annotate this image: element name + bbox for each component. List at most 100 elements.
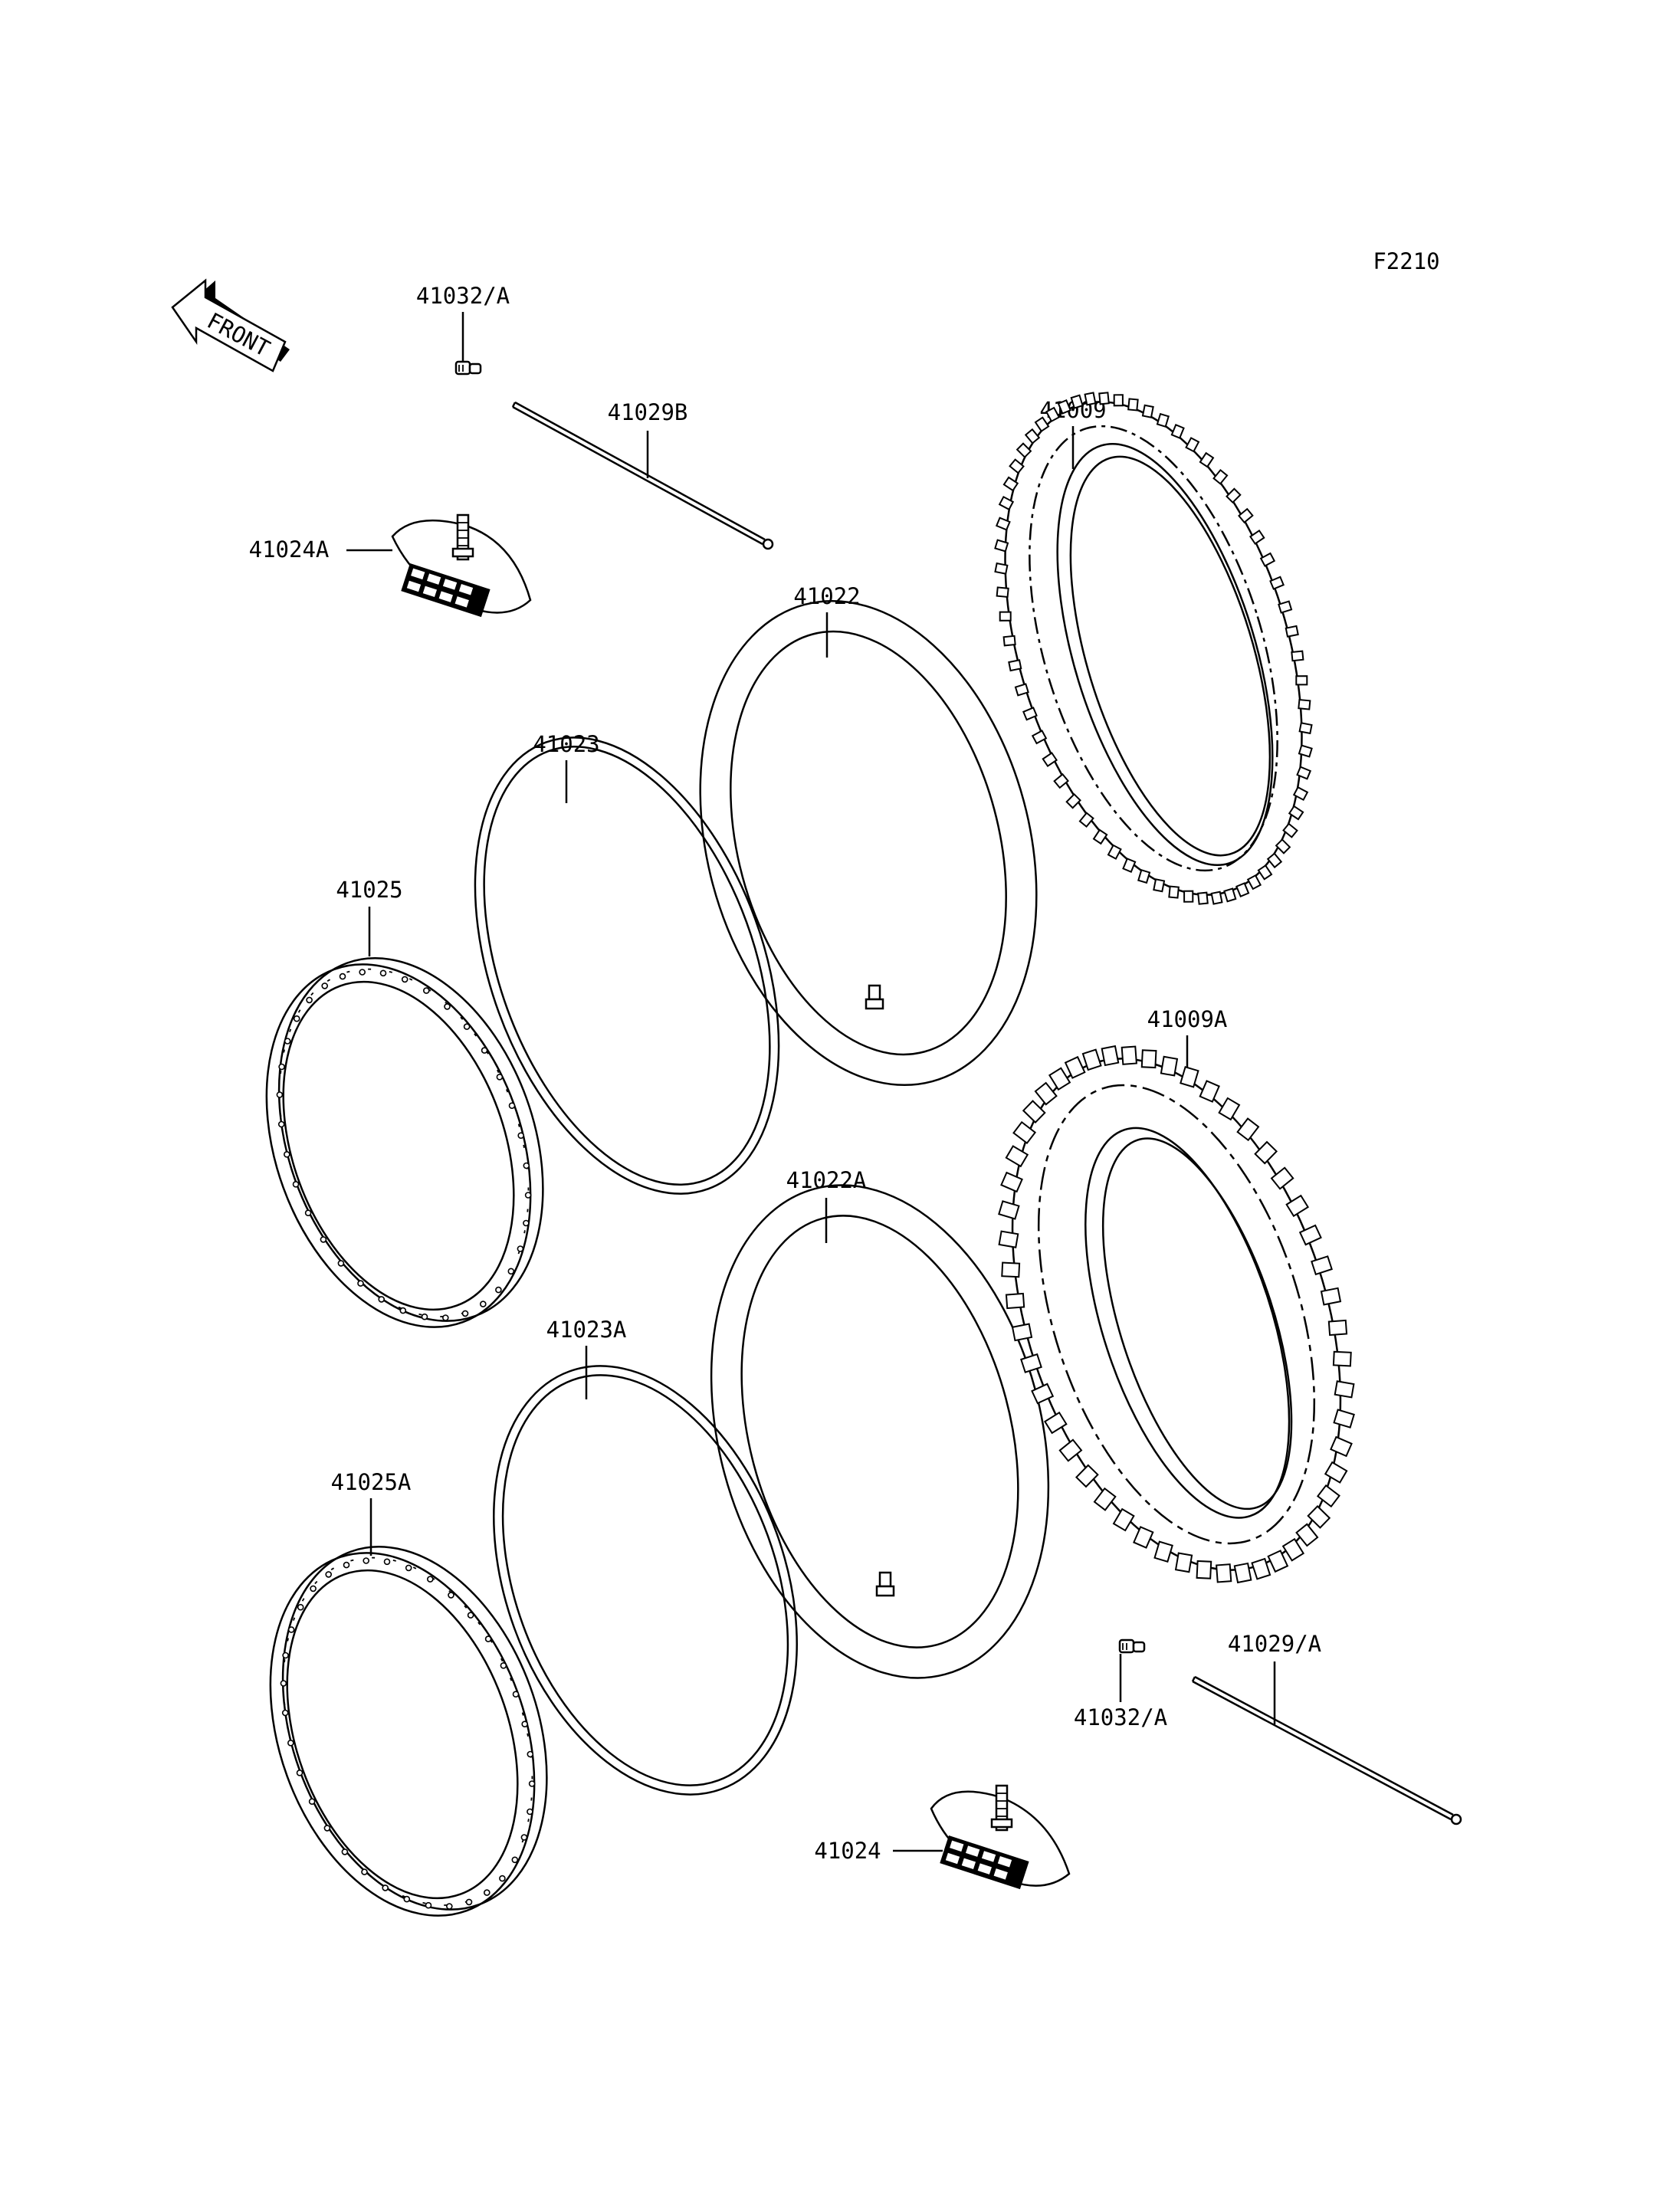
- tread-knob: [1053, 772, 1069, 789]
- spoke-hole: [517, 1132, 525, 1139]
- tread-knob: [1270, 1166, 1294, 1190]
- spoke-hole: [523, 1219, 530, 1227]
- spoke-hole: [445, 1903, 453, 1910]
- spoke-hole: [308, 1798, 316, 1805]
- tread-knob: [1324, 1461, 1348, 1484]
- spoke-hole: [310, 1585, 317, 1593]
- tread-knob: [1327, 1319, 1348, 1337]
- spoke-hole: [321, 982, 329, 989]
- spoke-hole: [383, 1558, 391, 1566]
- tread-knob: [1141, 404, 1154, 418]
- tread-knob: [1267, 1550, 1289, 1573]
- tread-knob: [1254, 1140, 1278, 1165]
- tread-knob: [1031, 1383, 1055, 1405]
- spoke-hole: [287, 1740, 294, 1747]
- spoke-hole: [325, 1571, 333, 1578]
- tread-knob: [1210, 891, 1223, 905]
- tread-knob: [1285, 625, 1299, 638]
- tread-knob: [1057, 399, 1071, 415]
- tread-knob: [1226, 487, 1242, 504]
- tread-knob: [1259, 552, 1276, 567]
- spoke-hole: [500, 1662, 507, 1669]
- tread-knob: [1153, 1540, 1173, 1563]
- spoke-hole: [512, 1691, 520, 1697]
- tread-knob: [1078, 812, 1094, 828]
- tread-knob: [1223, 887, 1237, 903]
- callout-41023A: 41023A: [546, 1317, 627, 1343]
- tread-knob: [1295, 1523, 1319, 1547]
- tread-knob: [1012, 1120, 1037, 1145]
- spoke-hole: [448, 1592, 454, 1599]
- tread-knob: [1020, 1353, 1042, 1373]
- rim-spoke-holes: [276, 969, 536, 1910]
- spoke-hole: [441, 1314, 449, 1321]
- rim-band-rear: [493, 1346, 798, 1796]
- spoke-hole: [405, 1564, 412, 1572]
- tread-knob: [1311, 1255, 1333, 1276]
- spoke-hole: [399, 1307, 407, 1314]
- spoke-hole: [479, 1301, 487, 1307]
- tread-knob: [1196, 1560, 1212, 1579]
- spoke-hole: [276, 1091, 284, 1098]
- tread-knob: [1140, 1049, 1157, 1069]
- rim-band-front: [474, 736, 780, 1195]
- tread-knob: [1266, 852, 1283, 869]
- spoke-hole: [507, 1268, 515, 1275]
- spoke-hole: [481, 1047, 488, 1054]
- tread-knob: [1292, 786, 1309, 802]
- callout-41032A-bottom: 41032/A: [1074, 1704, 1167, 1730]
- tread-knob: [1291, 650, 1304, 662]
- spoke-hole: [467, 1612, 474, 1619]
- spoke-hole: [528, 1780, 536, 1787]
- tread-knob: [1199, 451, 1215, 468]
- tread-knob: [1064, 1055, 1086, 1079]
- spoke-hole: [323, 1825, 331, 1832]
- tread-knob: [1168, 885, 1180, 899]
- tread-knob: [1278, 600, 1293, 614]
- tread-knob: [1160, 1055, 1179, 1077]
- tread-knob: [1282, 822, 1298, 838]
- tread-knob: [1334, 1380, 1355, 1399]
- spoke-hole: [304, 1209, 312, 1216]
- spoke-hole: [521, 1720, 529, 1727]
- rim-lock-top: [346, 513, 532, 618]
- tread-knob: [1316, 1484, 1340, 1508]
- tread-knob: [1031, 730, 1048, 745]
- tread-knob: [995, 517, 1011, 531]
- tread-knob: [998, 1230, 1019, 1248]
- tread-knob: [1001, 1261, 1021, 1278]
- tread-knob: [996, 586, 1009, 599]
- tread-knob: [1298, 1224, 1322, 1246]
- spoke-hole: [339, 973, 346, 980]
- spoke-hole: [292, 1181, 300, 1188]
- callout-41009A: 41009A: [1147, 1006, 1228, 1032]
- tread-knob: [1113, 394, 1124, 407]
- tread-knob: [1246, 874, 1262, 891]
- tread-knob: [1199, 1080, 1220, 1103]
- valve-core-top: [454, 312, 482, 376]
- tread-knob: [1236, 1117, 1260, 1142]
- tread-knob: [1034, 416, 1050, 433]
- tread-knob: [1233, 1562, 1252, 1584]
- spoke-hole: [463, 1023, 471, 1030]
- tread-knob: [1251, 1557, 1271, 1580]
- tread-knob: [1153, 878, 1166, 893]
- tread-knob: [1127, 398, 1139, 412]
- spoke-hole: [284, 1038, 291, 1045]
- tread-knob: [1333, 1409, 1355, 1429]
- callout-41024A: 41024A: [249, 536, 330, 563]
- tread-knob: [1170, 424, 1185, 439]
- tread-knob: [1022, 1100, 1046, 1123]
- tread-knob: [1084, 392, 1097, 406]
- tread-knob: [998, 495, 1015, 511]
- spoke-hole: [484, 1635, 492, 1642]
- tread-knob: [1005, 1292, 1025, 1310]
- callout-41025A: 41025A: [331, 1469, 412, 1495]
- tread-knob: [1043, 1411, 1068, 1435]
- tread-knob: [1002, 635, 1016, 647]
- tread-knob: [1034, 1081, 1058, 1106]
- tread-knob: [998, 1200, 1020, 1220]
- tube-front: [699, 600, 1038, 1086]
- tread-knob: [1183, 890, 1194, 903]
- spoke-hole: [363, 1557, 370, 1564]
